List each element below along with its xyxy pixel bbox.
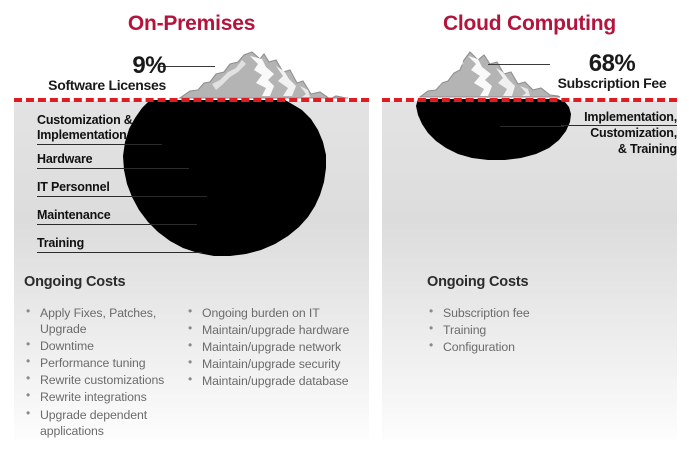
submerged-label-line-2: Customization, bbox=[590, 126, 677, 141]
ongoing-costs-heading-left: Ongoing Costs bbox=[24, 274, 126, 290]
list-item: Ongoing burden on IT bbox=[186, 304, 361, 321]
submerged-label-training: Training bbox=[37, 236, 202, 253]
mountain-icon bbox=[418, 51, 561, 98]
callout-software-licenses: 9% Software Licenses bbox=[36, 54, 166, 93]
submerged-mass-icon bbox=[123, 100, 326, 256]
list-item: Training bbox=[427, 321, 627, 338]
leader-line bbox=[488, 64, 550, 65]
dashed-waterline-icon bbox=[382, 98, 677, 102]
list-item: Downtime bbox=[24, 337, 174, 354]
callout-subscription-fee: 68% Subscription Fee bbox=[545, 52, 679, 91]
submerged-label-hardware: Hardware bbox=[37, 152, 189, 169]
list-item: Subscription fee bbox=[427, 304, 627, 321]
callout-label: Subscription Fee bbox=[557, 75, 667, 91]
dashed-waterline-icon bbox=[14, 98, 369, 102]
ongoing-costs-list-left-col1: Apply Fixes, Patches, Upgrade Downtime P… bbox=[24, 304, 174, 440]
list-item: Apply Fixes, Patches, Upgrade bbox=[24, 304, 174, 337]
submerged-label-line-3: & Training bbox=[617, 141, 677, 156]
submerged-label-maintenance: Maintenance bbox=[37, 208, 197, 225]
list-item: Performance tuning bbox=[24, 354, 174, 371]
list-item: Maintain/upgrade hardware bbox=[186, 321, 361, 338]
list-item: Configuration bbox=[427, 338, 627, 355]
submerged-label-implementation: Implementation, Customization, & Trainin… bbox=[561, 110, 677, 157]
ongoing-costs-list-right: Subscription fee Training Configuration bbox=[427, 304, 627, 356]
list-item: Rewrite integrations bbox=[24, 388, 174, 405]
leader-line bbox=[500, 126, 564, 127]
panel-cloud-computing bbox=[382, 101, 677, 440]
callout-percent: 68% bbox=[588, 50, 636, 77]
submerged-label-it-personnel: IT Personnel bbox=[37, 180, 207, 197]
leader-line bbox=[160, 66, 215, 67]
page-title-on-premises: On-Premises bbox=[127, 12, 256, 35]
list-item: Upgrade dependent applications bbox=[24, 406, 174, 439]
ongoing-costs-list-left-col2: Ongoing burden on IT Maintain/upgrade ha… bbox=[186, 304, 361, 390]
submerged-mass-icon bbox=[416, 99, 571, 160]
page-title-cloud-computing: Cloud Computing bbox=[442, 12, 617, 35]
list-item: Maintain/upgrade network bbox=[186, 338, 361, 355]
callout-percent: 9% bbox=[132, 52, 166, 79]
mountain-icon bbox=[178, 51, 348, 100]
submerged-label-customization: Customization & Implementation bbox=[37, 113, 162, 145]
submerged-label-line-1: Implementation, bbox=[561, 110, 677, 127]
ongoing-costs-heading-right: Ongoing Costs bbox=[427, 274, 529, 290]
list-item: Maintain/upgrade database bbox=[186, 372, 361, 389]
list-item: Rewrite customizations bbox=[24, 371, 174, 388]
list-item: Maintain/upgrade security bbox=[186, 355, 361, 372]
callout-label: Software Licenses bbox=[48, 77, 166, 93]
